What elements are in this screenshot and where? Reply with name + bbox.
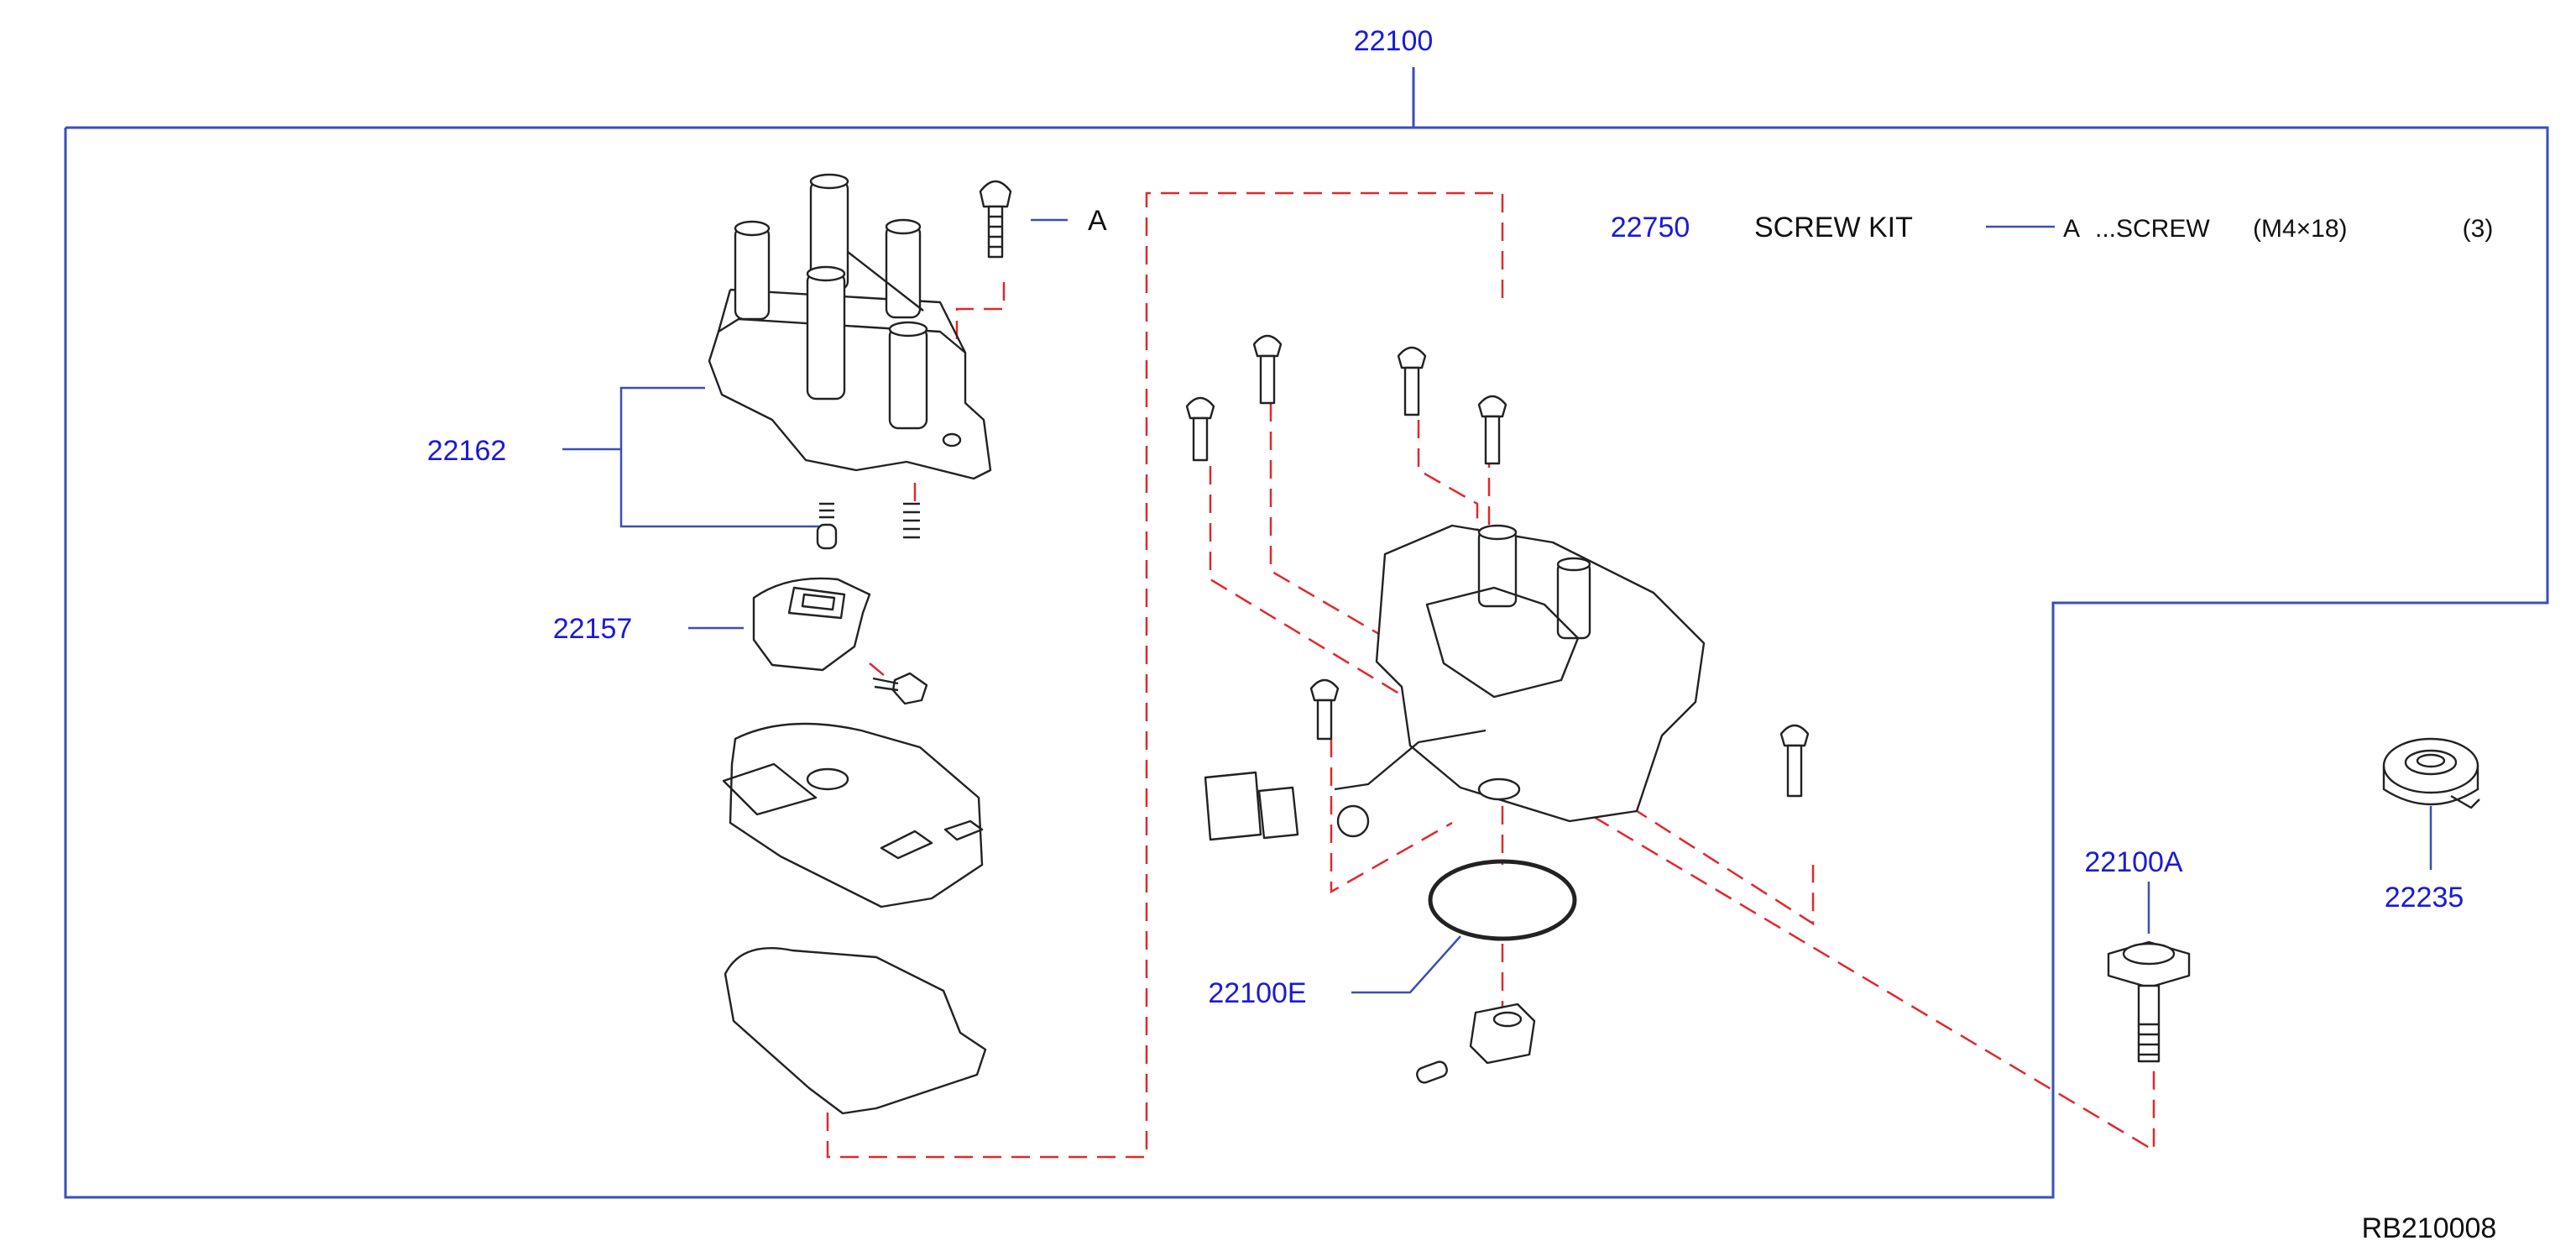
o-ring-icon: [1428, 859, 1577, 941]
screw-kit-name: SCREW KIT: [1754, 212, 1913, 243]
screw-kit-ref: A: [2063, 215, 2080, 243]
screw-kit-qty: (3): [2463, 215, 2494, 243]
callout-rotor: 22157: [553, 613, 633, 645]
seal-icon: [2382, 737, 2480, 809]
callout-seal: 22235: [2385, 882, 2464, 914]
bolt-icon: [2107, 940, 2191, 1063]
callout-bolt: 22100A: [2084, 846, 2183, 878]
housing-screw-icon: [1185, 334, 1810, 798]
gasket-icon: [724, 947, 987, 1115]
rotor-icon: [752, 577, 928, 705]
callout-texts: 22100 22162 22157 22750 SCREW KIT A ...S…: [427, 25, 2497, 1244]
assembly-frame: [64, 67, 2549, 1199]
leader-lines: [562, 218, 2432, 994]
leader-22100E: [1351, 935, 1461, 994]
ref-marker-a: A: [1088, 205, 1107, 237]
leader-22162: [562, 386, 705, 451]
callout-screw-kit: 22750: [1611, 212, 1690, 243]
distributor-housing-icon: [1204, 524, 1706, 841]
cap-spring-icon: [816, 502, 920, 550]
screw-kit-size: (M4×18): [2253, 215, 2348, 243]
screw-a-icon: [979, 180, 1012, 259]
coupling-icon: [1416, 1003, 1536, 1084]
callout-oring: 22100E: [1208, 977, 1306, 1009]
shield-plate-icon: [722, 722, 984, 908]
screw-kit-desc: ...SCREW: [2095, 215, 2210, 243]
leader-22162-lower: [619, 449, 823, 528]
callout-assembly: 22100: [1354, 25, 1434, 57]
distributor-cap-icon: [708, 173, 992, 480]
callout-cap: 22162: [427, 435, 507, 467]
drawing-art: [708, 173, 2480, 1115]
diagram-code: RB210008: [2362, 1212, 2497, 1244]
